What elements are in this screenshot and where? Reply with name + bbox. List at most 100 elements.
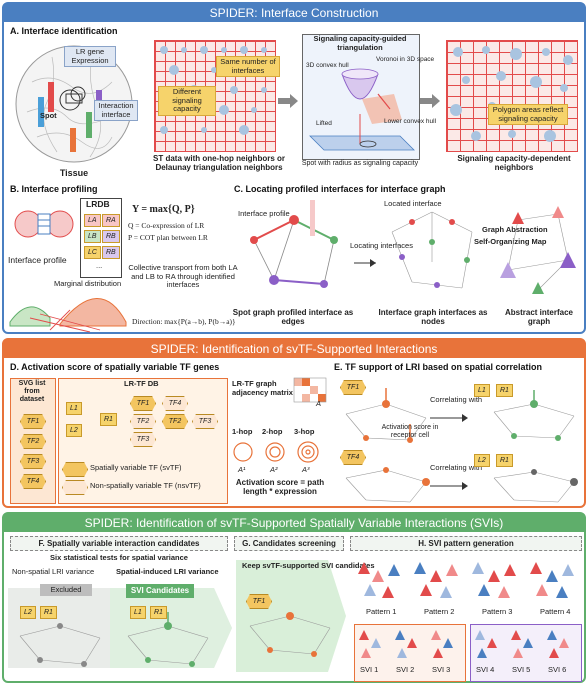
- section-a-title: A. Interface identification: [10, 26, 118, 36]
- section-b-title: B. Interface profiling: [10, 184, 98, 194]
- interface-profile-icon: [14, 210, 74, 238]
- svi-1: SVI 1: [360, 665, 379, 674]
- a3: A³: [302, 465, 310, 474]
- pattern-3: Pattern 3: [482, 607, 513, 616]
- svi-triangles: [359, 630, 569, 658]
- d-tf1: TF1: [130, 396, 156, 411]
- svi-6: SVI 6: [548, 665, 567, 674]
- spatial-induced-label: Spatial-induced LRI variance: [116, 567, 219, 576]
- adjacency-a: A: [316, 399, 322, 408]
- nonspatial-label: Non-spatial LRI variance: [12, 567, 95, 576]
- e-l2: L2: [474, 454, 490, 467]
- polygon-areas-label: Polygon areas reflect signaling capacity: [488, 104, 568, 126]
- abstract-graph-illustration: [500, 206, 576, 294]
- pattern-4: Pattern 4: [540, 607, 571, 616]
- adjacency-matrix: [293, 377, 327, 403]
- lrdb-rb: RB: [102, 230, 120, 243]
- som-label: Self-Organizing Map: [474, 237, 547, 246]
- section-e-title: E. TF support of LRI based on spatial co…: [334, 362, 543, 372]
- lrdb-lb: LB: [84, 230, 101, 243]
- hop-2: 2-hop: [262, 427, 283, 436]
- six-tests-label: Six statistical tests for spatial varian…: [50, 553, 188, 562]
- activation-receptor: Activation score in receptor cell: [381, 424, 439, 440]
- f-r1b: R1: [150, 606, 167, 619]
- svi-4: SVI 4: [476, 665, 495, 674]
- lower-hull-label: Lower convex hull: [384, 118, 437, 125]
- d-tf2: TF2: [130, 414, 156, 429]
- e-r1: R1: [496, 384, 513, 397]
- arrow-locate: [354, 259, 376, 267]
- e-graph-2: [345, 467, 430, 503]
- convex-hull-illustration: [309, 68, 415, 151]
- panel3-title: SPIDER: Identification of svTF-Supported…: [4, 514, 584, 532]
- a1: A¹: [238, 465, 246, 474]
- a2: A²: [270, 465, 278, 474]
- arrow-1: [278, 94, 298, 108]
- svi-3: SVI 3: [432, 665, 451, 674]
- section-h-title: H. SVI pattern generation: [350, 536, 582, 551]
- formula-q: Q = Co-expression of LR: [128, 221, 205, 230]
- f-r1: R1: [40, 606, 57, 619]
- hop-1: 1-hop: [232, 427, 253, 436]
- excluded-label: Excluded: [40, 584, 92, 596]
- tissue-caption: Tissue: [59, 168, 89, 178]
- lrtf-db-title: LR-TF DB: [124, 379, 159, 388]
- svg-tf3: TF3: [20, 454, 46, 469]
- interface-construction-panel: SPIDER: Interface Construction A. Interf…: [2, 2, 586, 334]
- d-r1: R1: [100, 413, 117, 426]
- pattern-2: Pattern 2: [424, 607, 455, 616]
- lrdb-la: LA: [84, 214, 101, 227]
- svtf-panel: SPIDER: Identification of svTF-Supported…: [2, 338, 586, 508]
- adjacency-label: LR-TF graph adjacency matrix: [232, 379, 293, 397]
- capacity-caption: Signaling capacity-dependent neighbors: [457, 154, 571, 173]
- f-l2: L2: [20, 606, 36, 619]
- section-c-title: C. Locating profiled interfaces for inte…: [234, 184, 446, 194]
- voronoi-label: Voronoi in 3D space: [376, 56, 435, 63]
- correlating-2: Correlating with: [430, 463, 483, 472]
- svg-list-label: SVG list from dataset: [18, 380, 46, 404]
- d-l1: L1: [66, 402, 82, 415]
- lrdb-ra: RA: [102, 214, 120, 227]
- interaction-interface-label: Interaction interface: [94, 100, 138, 122]
- lifted-label: Lifted: [316, 120, 332, 127]
- f-graph-excluded: [19, 623, 101, 667]
- same-number-label: Same number of interfaces: [216, 56, 280, 78]
- d-l2: L2: [66, 424, 82, 437]
- f-graph-candidates: [127, 612, 209, 667]
- section-g-title: G. Candidates screening: [234, 536, 344, 551]
- hop-3: 3-hop: [294, 427, 315, 436]
- panel2-title: SPIDER: Identification of svTF-Supported…: [4, 340, 584, 358]
- pattern-triangles: [358, 562, 574, 598]
- spot-graph-caption: Spot graph profiled interface as edges: [232, 308, 354, 327]
- capacity-spots: [450, 46, 573, 142]
- section-f-title: F. Spatially variable interaction candid…: [10, 536, 228, 551]
- e-tf4: TF4: [340, 450, 366, 465]
- legend-nsvtf: Non-spatially variable TF (nsvTF): [90, 481, 201, 490]
- d-tf4: TF4: [162, 396, 188, 411]
- graph-abstraction: Graph Abstraction: [482, 225, 548, 234]
- located-interface: Located interface: [384, 199, 442, 208]
- different-capacity-label: Different signaling capacity: [158, 86, 216, 116]
- corr-arrow-1: [430, 414, 468, 422]
- g-tf1: TF1: [246, 594, 272, 609]
- svg-tf2: TF2: [20, 434, 46, 449]
- spot-graph-illustration: [250, 200, 338, 288]
- marginal-label: Marginal distribution: [54, 279, 122, 288]
- correlating-1: Correlating with: [430, 395, 483, 404]
- section-d-title: D. Activation score of spatially variabl…: [10, 362, 220, 372]
- svg-tf1: TF1: [20, 414, 46, 429]
- legend-nsvtf-hex: [62, 480, 88, 495]
- e-l1: L1: [474, 384, 490, 397]
- interface-graph-illustration: [391, 211, 473, 289]
- lrdb-rb2: RB: [102, 246, 120, 259]
- lrdb-title: LRDB: [86, 199, 110, 209]
- formula-p: P = COT plan between LR: [128, 233, 208, 242]
- direction-formula: Direction: max{P(a→b), P(b→a)}: [132, 317, 236, 326]
- svg-tf4: TF4: [20, 474, 46, 489]
- marginal-distribution-illustration: [9, 298, 127, 333]
- spot-label: Spot: [40, 111, 57, 120]
- arrow-2: [420, 94, 440, 108]
- svi-candidates-label: SVI Candidates: [126, 584, 194, 598]
- corr-arrow-2: [430, 482, 468, 490]
- svi-group-1: [354, 624, 466, 682]
